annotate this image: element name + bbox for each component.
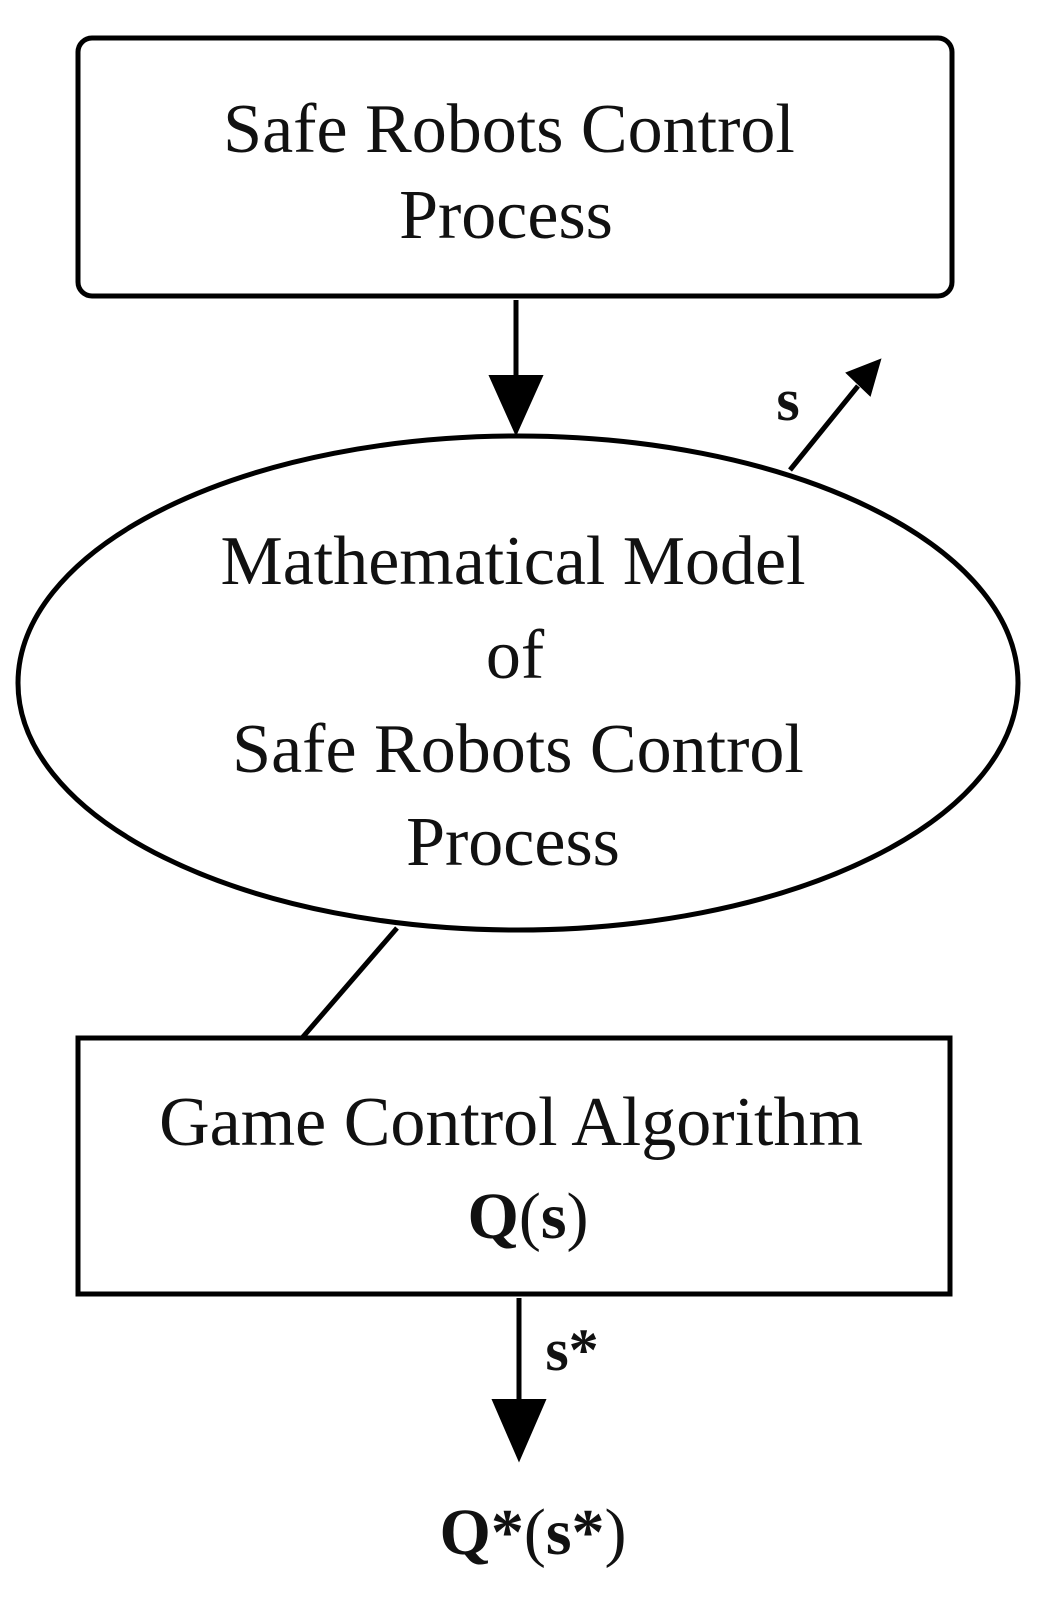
algorithm-label-line1: Game Control Algorithm xyxy=(159,1084,863,1161)
model-label-line2: of xyxy=(486,617,545,694)
algorithm-node: Game Control Algorithm Q(s) xyxy=(75,1035,953,1297)
model-node: Mathematical Model of Safe Robots Contro… xyxy=(15,433,1021,933)
arrowhead-down-icon xyxy=(488,375,544,437)
optimal-state-label: s* xyxy=(545,1317,598,1383)
model-label-line3: Safe Robots Control xyxy=(232,711,804,788)
model-ellipse xyxy=(15,433,1021,933)
arrowhead-diagonal-icon xyxy=(845,358,882,397)
process-label-line1: Safe Robots Control xyxy=(223,91,795,168)
process-node: Safe Robots Control Process xyxy=(75,35,955,299)
process-to-model-arrow xyxy=(488,300,544,437)
algorithm-formula: Q(s) xyxy=(468,1180,589,1253)
optimal-output-label: Q*(s*) xyxy=(440,1496,627,1569)
optimal-output-arrow: s* xyxy=(491,1298,599,1463)
algorithm-box xyxy=(75,1035,953,1297)
arrowhead-down-icon xyxy=(491,1399,547,1463)
process-label-line2: Process xyxy=(399,177,613,254)
process-box xyxy=(75,35,955,299)
model-to-algorithm-connector xyxy=(300,926,399,1040)
model-label-line1: Mathematical Model xyxy=(220,523,805,600)
model-label-line4: Process xyxy=(406,804,620,881)
state-label: s xyxy=(776,367,799,433)
state-output-arrow: s xyxy=(776,358,882,472)
